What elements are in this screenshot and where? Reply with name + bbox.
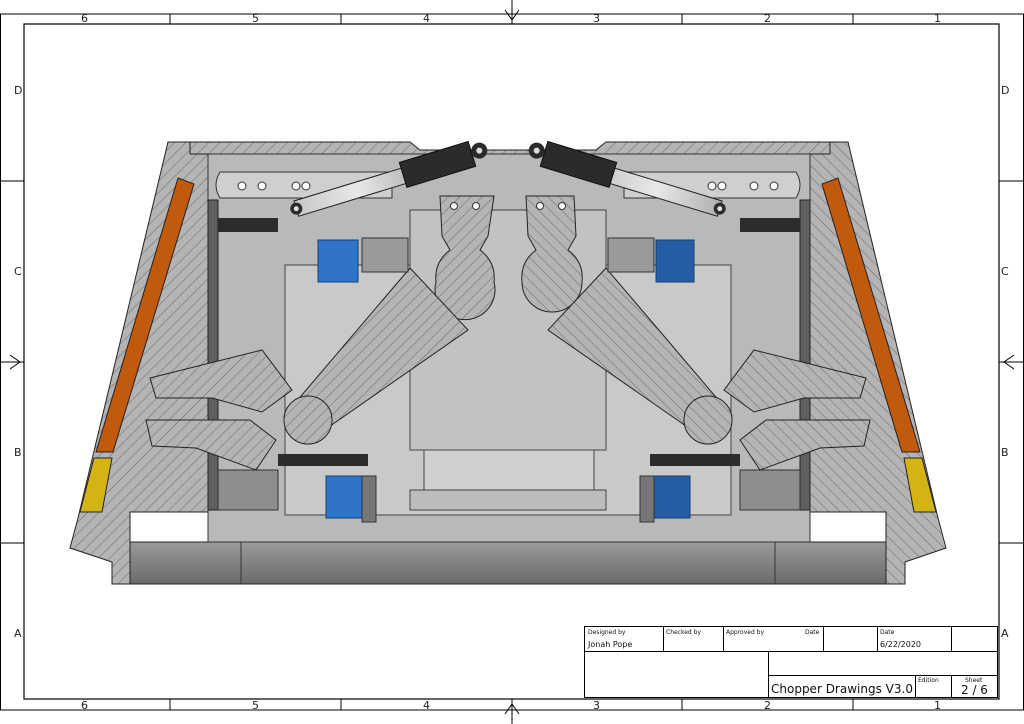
jaw-right-upper: [723, 349, 867, 413]
rod-right-top: [740, 218, 800, 232]
jaw-left-lower: [145, 419, 277, 471]
title-block: Designed by Jonah Pope Checked by Approv…: [584, 626, 998, 698]
jaw-left-upper: [149, 349, 293, 413]
approved-by-cell: Approved by Date: [723, 627, 823, 651]
zone-col-3-bottom: 3: [593, 699, 600, 712]
approved-by-label: Approved by: [726, 629, 765, 636]
zone-col-6-top: 6: [81, 12, 88, 25]
edition-label: Edition: [918, 677, 939, 684]
zone-col-2-top: 2: [764, 12, 771, 25]
zone-col-1-bottom: 1: [934, 699, 941, 712]
zone-row-a-right: A: [1001, 627, 1009, 640]
jaw-right-lower: [739, 419, 871, 471]
orange-panel-right: [821, 177, 921, 453]
zone-row-d-left: D: [14, 84, 23, 97]
checked-by-cell: Checked by: [663, 627, 723, 651]
zone-col-5-top: 5: [252, 12, 259, 25]
date-cell: Date 6/22/2020: [877, 627, 951, 651]
zone-col-3-top: 3: [593, 12, 600, 25]
yellow-panel-left: [79, 457, 113, 513]
zone-row-c-left: C: [14, 265, 22, 278]
servo-bottom-right: [653, 475, 691, 519]
zone-row-b-right: B: [1001, 446, 1009, 459]
chopper-assembly: [69, 140, 947, 585]
sheet-number: 2 / 6: [961, 683, 988, 697]
base-plate: [129, 541, 887, 585]
sheet-cell: Sheet 2 / 6: [951, 675, 997, 697]
servo-top-left: [317, 239, 359, 283]
zone-col-5-bottom: 5: [252, 699, 259, 712]
approved-date-label: Date: [805, 629, 820, 636]
actuator-left: [290, 140, 488, 217]
date-label: Date: [880, 629, 895, 636]
designed-by-label: Designed by: [588, 629, 626, 636]
drawing-title: Chopper Drawings V3.0: [771, 682, 913, 696]
designed-by-cell: Designed by Jonah Pope: [585, 627, 663, 651]
zone-row-d-right: D: [1001, 84, 1010, 97]
top-rim: [189, 141, 831, 155]
zone-col-4-top: 4: [423, 12, 430, 25]
rod-left-top: [218, 218, 278, 232]
orange-panel-left: [95, 177, 195, 453]
zone-col-6-bottom: 6: [81, 699, 88, 712]
designed-by-value: Jonah Pope: [588, 640, 633, 649]
edition-cell: Edition: [915, 675, 951, 697]
servo-bottom-left: [325, 475, 363, 519]
zone-col-4-bottom: 4: [423, 699, 430, 712]
zone-col-2-bottom: 2: [764, 699, 771, 712]
zone-row-b-left: B: [14, 446, 22, 459]
cam-left: [434, 195, 496, 321]
zone-col-1-top: 1: [934, 12, 941, 25]
cam-right: [521, 195, 583, 313]
sheet-label: Sheet: [965, 677, 983, 684]
date-value: 6/22/2020: [880, 640, 922, 649]
checked-by-label: Checked by: [666, 629, 702, 636]
servo-top-right: [655, 239, 695, 283]
zone-row-c-right: C: [1001, 265, 1009, 278]
yellow-panel-right: [903, 457, 937, 513]
actuator-right: [528, 140, 726, 217]
zone-ticks: [0, 14, 1024, 710]
title-cell: Chopper Drawings V3.0: [768, 675, 915, 697]
zone-row-a-left: A: [14, 627, 22, 640]
